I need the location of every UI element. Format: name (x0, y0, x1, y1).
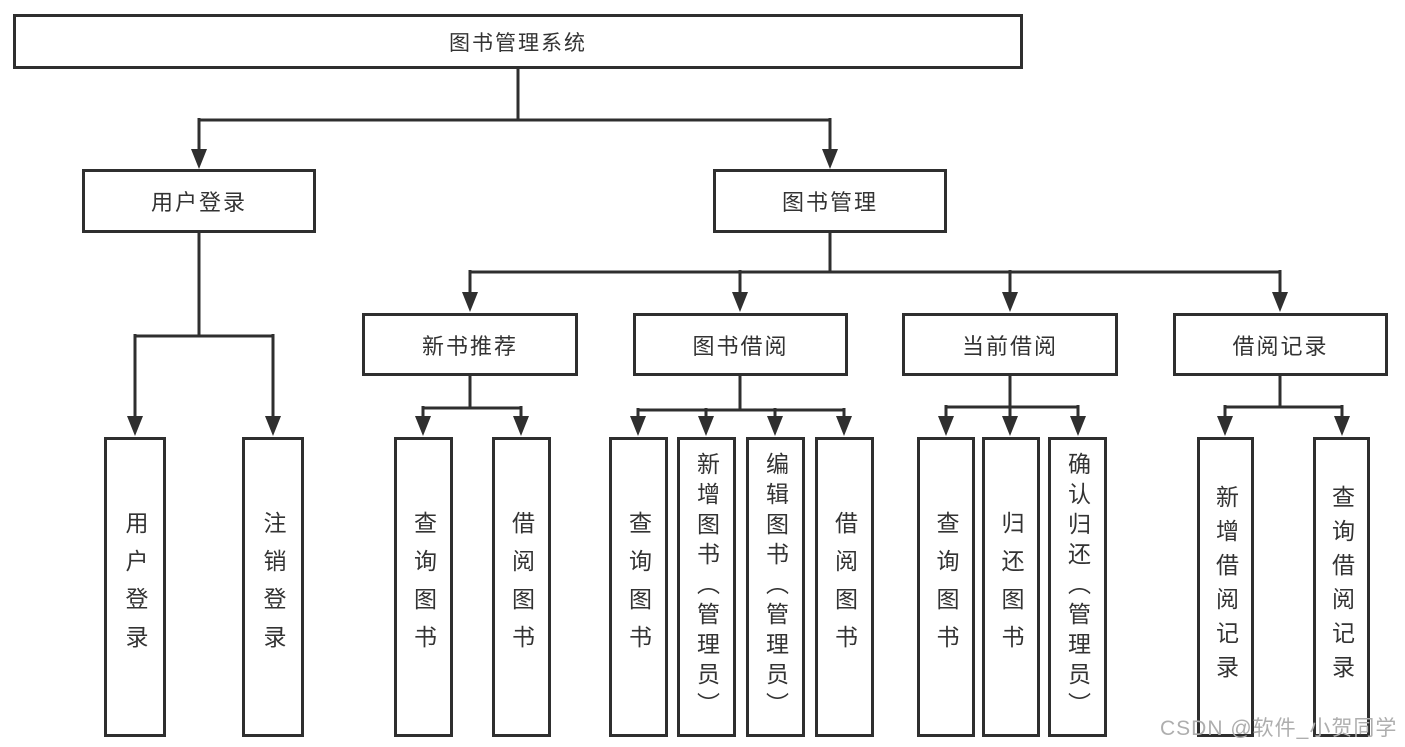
node-borrowing-records-label: 借阅记录 (1232, 333, 1329, 359)
node-new-book-recommend-label: 新书推荐 (421, 333, 518, 359)
leaf-confirm-return-admin: 确认归还（管理员） (1048, 437, 1107, 737)
node-book-borrowing: 图书借阅 (633, 313, 848, 376)
node-new-book-recommend: 新书推荐 (362, 313, 578, 376)
leaf-query-books-borrowing-label: 查询图书 (625, 511, 652, 663)
leaf-confirm-return-admin-label: 确认归还（管理员） (1064, 452, 1091, 722)
arrowheads (127, 149, 1350, 436)
node-current-borrowing: 当前借阅 (902, 313, 1118, 376)
leaf-user-login: 用户登录 (104, 437, 166, 737)
leaf-add-book-admin-label: 新增图书（管理员） (693, 452, 720, 722)
leaf-borrow-books-label: 借阅图书 (831, 511, 858, 663)
leaf-return-books: 归还图书 (982, 437, 1040, 737)
node-book-management: 图书管理 (713, 169, 947, 233)
leaf-query-books-recommend-label: 查询图书 (410, 511, 437, 663)
node-user-login-label: 用户登录 (150, 190, 247, 215)
leaf-query-borrow-record-label: 查询借阅记录 (1328, 485, 1355, 689)
node-borrowing-records: 借阅记录 (1173, 313, 1388, 376)
node-book-borrowing-label: 图书借阅 (692, 333, 789, 359)
leaf-query-books-current-label: 查询图书 (933, 511, 959, 663)
leaf-user-login-label: 用户登录 (122, 511, 148, 663)
node-current-borrowing-label: 当前借阅 (961, 333, 1058, 359)
node-root-label: 图书管理系统 (449, 31, 587, 55)
leaf-logout-label: 注销登录 (260, 511, 286, 663)
leaf-add-borrow-record-label: 新增借阅记录 (1212, 485, 1239, 689)
node-book-management-label: 图书管理 (781, 190, 878, 215)
leaf-query-books-current: 查询图书 (917, 437, 975, 737)
node-user-login: 用户登录 (82, 169, 316, 233)
leaf-query-borrow-record: 查询借阅记录 (1313, 437, 1370, 737)
leaf-borrow-books-recommend: 借阅图书 (492, 437, 551, 737)
leaf-return-books-label: 归还图书 (998, 511, 1024, 663)
leaf-borrow-books: 借阅图书 (815, 437, 874, 737)
leaf-add-borrow-record: 新增借阅记录 (1197, 437, 1254, 737)
leaf-edit-book-admin: 编辑图书（管理员） (746, 437, 805, 737)
leaf-borrow-books-recommend-label: 借阅图书 (508, 511, 535, 663)
leaf-logout: 注销登录 (242, 437, 304, 737)
node-root-system: 图书管理系统 (13, 14, 1023, 69)
leaf-add-book-admin: 新增图书（管理员） (677, 437, 736, 737)
csdn-watermark: CSDN @软件_小贺同学 (1160, 717, 1398, 740)
leaf-edit-book-admin-label: 编辑图书（管理员） (762, 452, 789, 722)
leaf-query-books-borrowing: 查询图书 (609, 437, 668, 737)
leaf-query-books-recommend: 查询图书 (394, 437, 453, 737)
